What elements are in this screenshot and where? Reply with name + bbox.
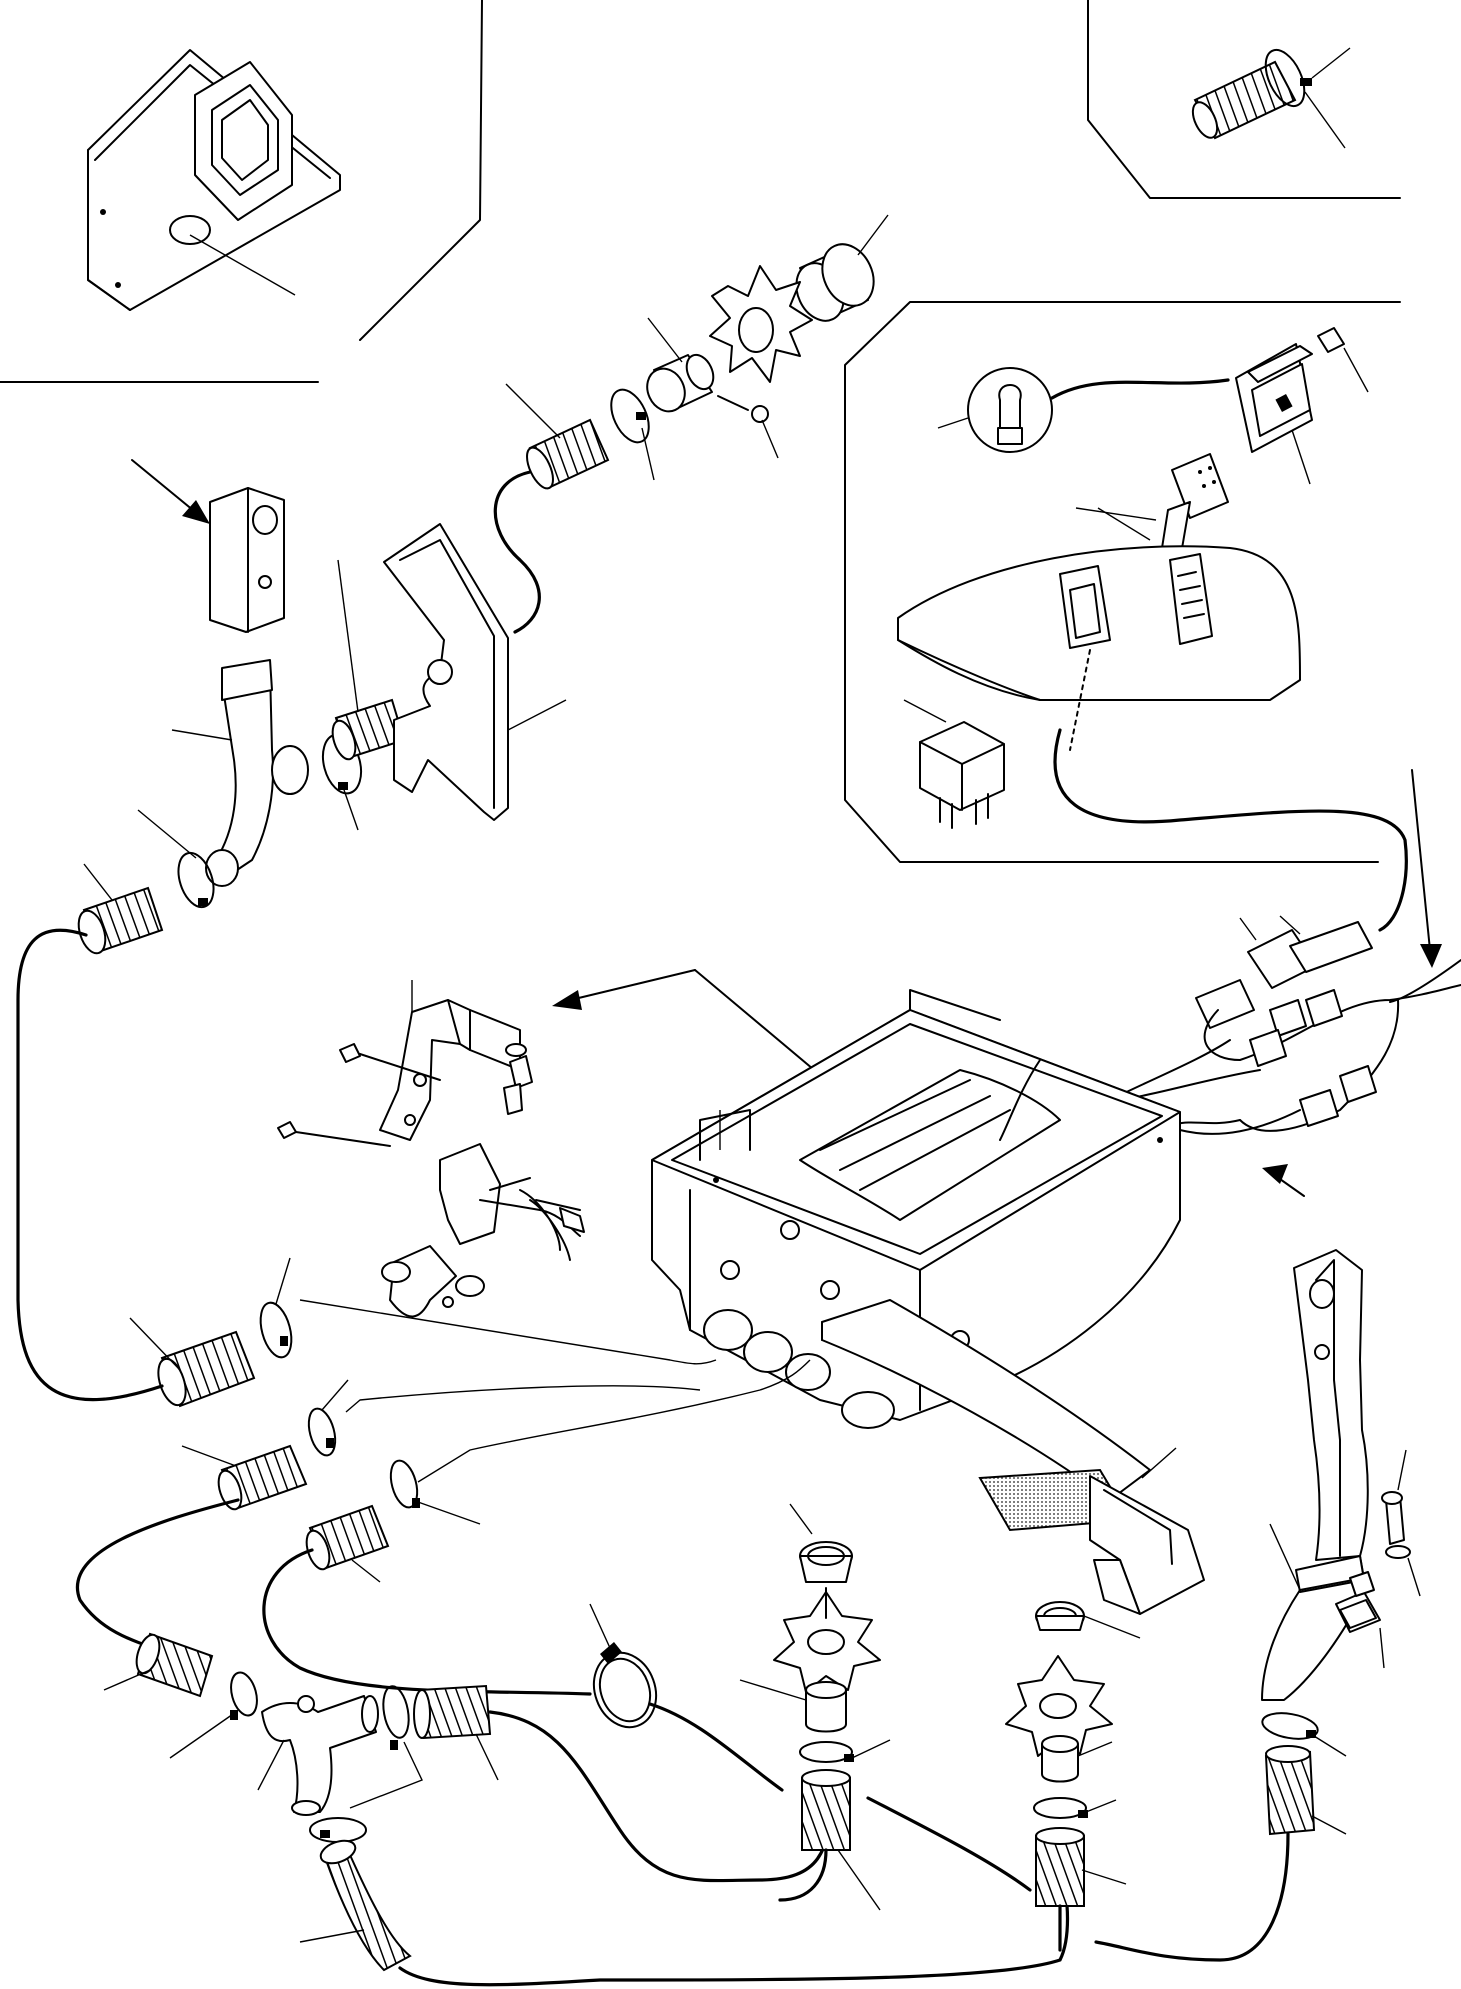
duct-adapter-upper <box>646 317 715 413</box>
screw-washer-upper <box>717 395 779 459</box>
outlet-arrow-upper <box>131 459 210 524</box>
defroster-vent <box>209 487 285 633</box>
hose-clamp-right <box>1261 1712 1347 1757</box>
outlet-clamp-1 <box>799 1739 891 1763</box>
dashboard-console <box>897 545 1301 751</box>
bolt-washer-right <box>1381 1449 1421 1597</box>
hose-line-right <box>1094 1832 1290 1962</box>
seal-channel <box>978 1447 1205 1615</box>
leader-line-1 <box>299 1299 717 1365</box>
hose-l1 <box>129 1317 256 1408</box>
harness-connector-main <box>1195 915 1373 1029</box>
hose-l6 <box>299 1839 412 1972</box>
hose-line-center <box>648 1702 784 1792</box>
outlet-gasket-2 <box>1005 1655 1113 1757</box>
harness-cable <box>1053 728 1408 932</box>
hose-line-left <box>16 928 164 1402</box>
outlet-adapter-1 <box>739 1679 847 1733</box>
hose-clamp-l5 <box>349 1685 423 1809</box>
large-hose-clamp <box>589 1603 658 1729</box>
outlet-cap-2 <box>1035 1601 1141 1639</box>
vent-housing-inset <box>87 49 341 311</box>
mounting-pad-right <box>1335 1571 1385 1669</box>
duct-frame <box>383 523 567 821</box>
hose-clamp-inset <box>1191 47 1351 149</box>
vent-nozzle <box>795 214 889 322</box>
hose-clamp-left-2 <box>137 809 215 909</box>
outlet-hose-1 <box>801 1769 881 1911</box>
outlet-clamp-2 <box>1033 1797 1117 1819</box>
valve-hardware <box>277 980 585 1261</box>
outlet-gasket-1 <box>773 1587 881 1693</box>
hose-line-outlet-1 <box>778 1848 828 1902</box>
tee-fitting <box>257 1695 379 1816</box>
valve-bracket <box>379 999 581 1318</box>
hose-clamp-l1 <box>259 1257 293 1359</box>
outlet-cap-1 <box>789 1503 853 1583</box>
hose-clamp-upper <box>610 388 655 481</box>
inset-frame-top-left <box>0 0 483 383</box>
heater-unit <box>651 989 1181 1429</box>
hose-clamp-l3 <box>389 1459 481 1525</box>
hose-left-1 <box>331 559 406 761</box>
inset-frame-right <box>844 301 1401 863</box>
hose-clamp-l6 <box>309 1817 367 1843</box>
hose-clamp-l2 <box>307 1379 349 1457</box>
hose-l2 <box>181 1444 308 1511</box>
leader-line-2 <box>345 1385 701 1413</box>
hose-line-tee-bottom <box>398 1868 1070 1987</box>
side-duct <box>1293 1249 1369 1561</box>
switch-wire-upper <box>1050 378 1230 400</box>
hose-line-center-right <box>866 1796 1032 1892</box>
hose-line-lower-left <box>76 1498 240 1652</box>
bulb <box>937 367 1053 453</box>
heater-arrow-left <box>552 969 696 1010</box>
arrow-harness-in <box>1411 769 1442 968</box>
mounting-gasket-upper <box>709 265 813 383</box>
hose-l5 <box>413 1684 499 1781</box>
hose-l3 <box>305 1504 390 1583</box>
inset-frame-top-right <box>1087 0 1401 199</box>
leader-line-3 <box>417 1359 811 1483</box>
hose-line-lower-loop <box>262 1548 592 1696</box>
hose-right <box>1264 1745 1347 1836</box>
hose-line-tee-right <box>488 1710 832 1883</box>
outlet-adapter-2 <box>1041 1735 1113 1783</box>
hose-clamp-l4 <box>169 1671 258 1759</box>
elbow-duct-left <box>171 659 309 887</box>
arrow-harness-right <box>1262 1164 1305 1197</box>
outlet-hose-2 <box>1035 1827 1127 1907</box>
hose-l4 <box>103 1632 214 1698</box>
hose-left-2 <box>77 863 164 955</box>
hose-line-upper <box>493 470 541 634</box>
switch-cap <box>1317 327 1369 393</box>
rocker-switch <box>1235 343 1313 485</box>
relay <box>903 699 1005 829</box>
